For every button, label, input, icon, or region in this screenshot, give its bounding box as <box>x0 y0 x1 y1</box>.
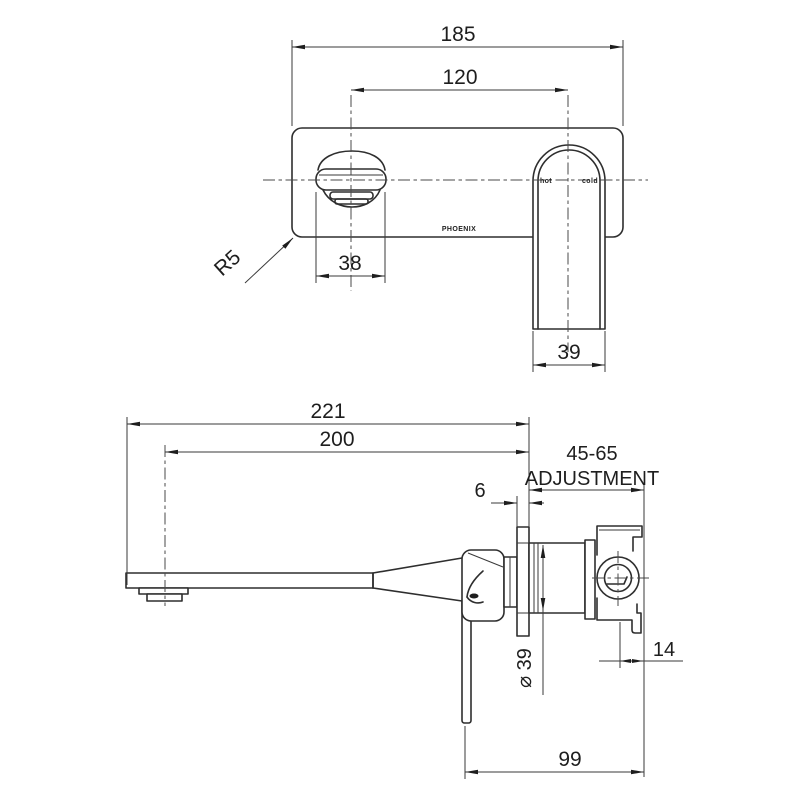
body-connector <box>503 556 518 608</box>
dimension-185: 185 <box>291 23 624 126</box>
spout-inner-outline <box>537 149 601 330</box>
escutcheon-edge-line <box>467 552 504 568</box>
dim-39-label: 39 <box>557 341 580 364</box>
hot-marking: hot <box>540 178 552 185</box>
body-disc <box>584 539 596 620</box>
wall-flange <box>516 526 530 637</box>
dimension-adjustment: 45-65 ADJUSTMENT <box>525 443 659 777</box>
spout-outer-outline <box>532 144 606 330</box>
dimension-221: 221 <box>126 400 530 585</box>
dim-185-label: 185 <box>440 23 475 46</box>
radius-r5-label: R5 <box>210 246 245 281</box>
spout-bar <box>125 572 374 589</box>
radius-leader-r5: R5 <box>210 237 294 284</box>
top-view: hot cold PHOENIX 185 120 38 <box>210 23 648 372</box>
dim-200-label: 200 <box>319 428 354 451</box>
dimension-39: 39 <box>532 331 606 372</box>
cylinder-outline <box>528 542 586 614</box>
escutcheon <box>461 549 505 622</box>
adjustment-text-label: ADJUSTMENT <box>525 468 659 490</box>
spout-taper-top <box>372 557 463 574</box>
dimension-6: 6 <box>474 480 544 527</box>
handle-bottom-dome <box>322 189 381 208</box>
brand-marking: PHOENIX <box>442 226 476 233</box>
spout-front <box>532 144 606 330</box>
block-top-outline <box>596 525 643 556</box>
dim-221-label: 221 <box>310 400 345 423</box>
dimension-120: 120 <box>351 66 568 93</box>
handle-top-dome <box>317 150 386 171</box>
valve-block <box>592 525 650 634</box>
escutcheon-outline <box>461 549 505 622</box>
dim-120-label: 120 <box>442 66 477 89</box>
side-view: 221 200 6 45-65 ADJUSTMENT <box>125 400 683 779</box>
lever-neck-curve <box>466 570 484 598</box>
dim-diameter-label: ⌀ 39 <box>514 648 536 688</box>
inlet-keyway <box>606 576 628 585</box>
block-bottom-outline <box>596 597 642 634</box>
dimension-14: 14 <box>599 622 683 668</box>
spout-taper-bottom <box>372 587 463 602</box>
lever-pivot-shade <box>469 593 479 599</box>
dimension-200: 200 <box>164 428 529 606</box>
dim-6-label: 6 <box>474 480 485 502</box>
dim-14-label: 14 <box>653 639 675 661</box>
cold-marking: cold <box>582 178 598 185</box>
spout-side <box>125 557 463 602</box>
cartridge-body <box>528 539 596 620</box>
adjustment-range-label: 45-65 <box>566 443 617 465</box>
lever-neck-bottom <box>466 596 484 604</box>
dimension-99: 99 <box>464 726 644 779</box>
dim-99-label: 99 <box>558 748 581 771</box>
aerator-step1 <box>138 587 189 595</box>
dim-38-label: 38 <box>338 252 361 275</box>
dimension-38: 38 <box>315 192 386 283</box>
dimension-diameter-39: ⌀ 39 <box>514 545 546 695</box>
